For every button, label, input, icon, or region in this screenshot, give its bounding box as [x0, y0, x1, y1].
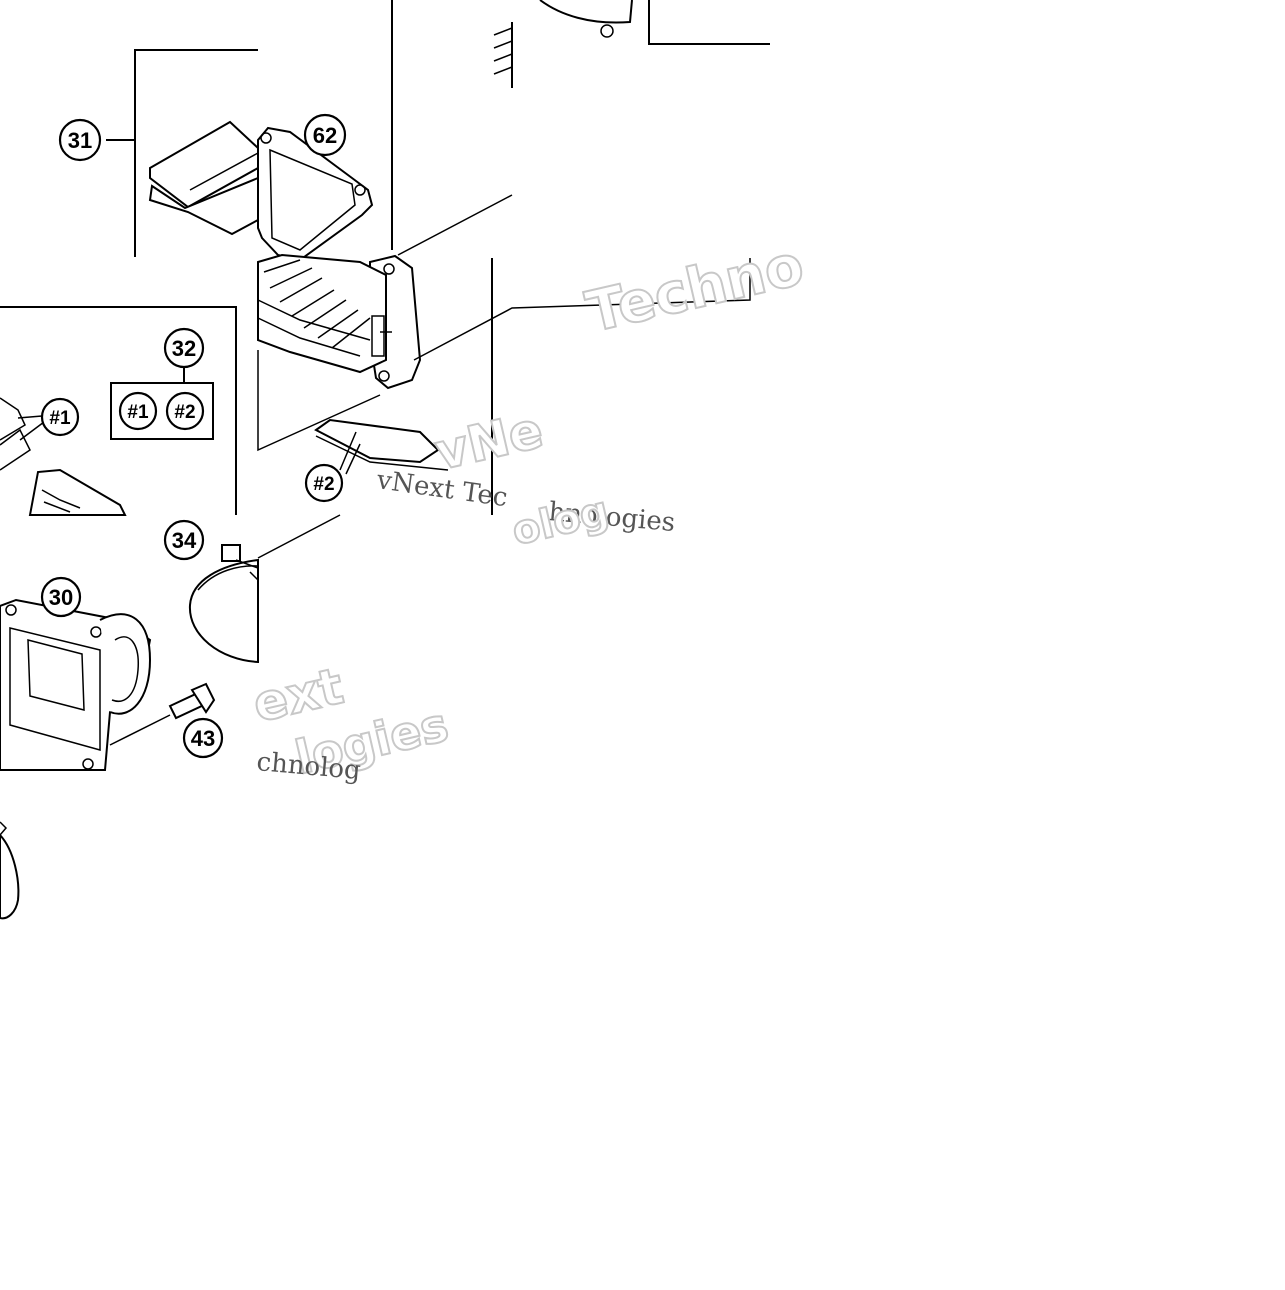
callout-32-sub-2: #2: [165, 391, 205, 431]
callout-1: #1: [40, 397, 80, 437]
watermark-5: olog: [508, 488, 613, 555]
callout-34: 34: [163, 519, 205, 561]
callout-2-label: #2: [313, 474, 334, 495]
callout-32: 32: [163, 327, 205, 369]
clamp-fragment: [0, 821, 20, 920]
callout-30-label: 30: [49, 585, 73, 610]
hose-clamp-34: [188, 514, 341, 664]
callout-62: 62: [303, 113, 347, 157]
reed-petals-31: [148, 120, 259, 236]
reed-valve-block: [257, 194, 751, 452]
intake-manifold-30: [0, 598, 152, 771]
callout-34-label: 34: [172, 528, 197, 553]
gasket-62: [257, 126, 374, 262]
callout-31: 31: [58, 118, 102, 162]
top-right-fragment: [493, 0, 770, 88]
callout-31-label: 31: [68, 128, 92, 153]
callout-62-label: 62: [313, 123, 337, 148]
callout-2: #2: [304, 463, 344, 503]
callout-30: 30: [40, 576, 82, 618]
callout-43: 43: [182, 717, 224, 759]
bolt-43: [109, 682, 216, 746]
reed-petal-2: [314, 418, 449, 475]
kit-box-region: [0, 306, 237, 516]
callout-32-sub-1-label: #1: [127, 402, 149, 423]
callout-43-label: 43: [191, 726, 215, 751]
bracket-31: [106, 49, 258, 257]
callout-32-sub-2-label: #2: [174, 402, 195, 423]
callout-1-label: #1: [49, 408, 71, 429]
watermark-1: Techno: [581, 233, 810, 346]
callout-32-sub-1: #1: [118, 391, 158, 431]
watermark-2: vNe: [430, 401, 549, 482]
callout-32-label: 32: [172, 336, 196, 361]
